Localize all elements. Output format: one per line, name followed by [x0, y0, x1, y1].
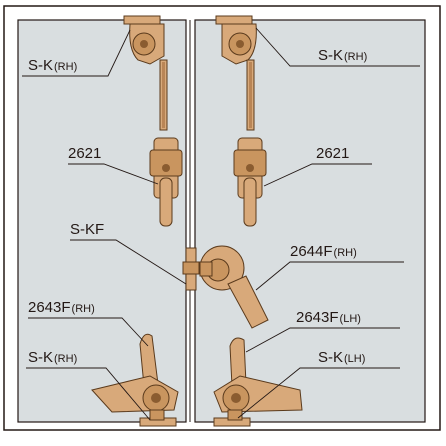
svg-text:S-K(LH): S-K(LH) [318, 349, 365, 366]
svg-text:2621: 2621 [68, 145, 101, 162]
rod-guide-icon [149, 59, 183, 227]
label-2643f-rh: 2643F(RH) [28, 299, 95, 316]
door-panel-left [17, 19, 187, 423]
leader-2644f-rh [255, 261, 404, 291]
label-skf: S-KF [70, 221, 104, 238]
svg-text:S-KF: S-KF [70, 221, 104, 238]
svg-text:2643F(RH): 2643F(RH) [28, 299, 95, 316]
label-sk-rh-top-right: S-K(RH) [318, 47, 367, 64]
leader-2621-left [68, 163, 159, 185]
leader-2621-right [263, 163, 372, 187]
leader-skf [70, 239, 187, 285]
center-catch-icon [182, 247, 200, 291]
svg-text:2643F(LH): 2643F(LH) [296, 309, 361, 326]
leader-2643f-lh [245, 327, 400, 353]
leader-lines [22, 27, 420, 421]
svg-text:2621: 2621 [316, 145, 349, 162]
rod-guide-icon [233, 59, 267, 227]
leader-sk-rh-top-right [255, 27, 420, 67]
leader-sk-rh-bottom-left [26, 367, 151, 421]
label-sk-rh-bottom-left: S-K(RH) [28, 349, 77, 366]
svg-text:S-K(RH): S-K(RH) [318, 47, 367, 64]
lever-handle-icon [199, 245, 269, 329]
door-panel-right [194, 19, 426, 423]
leader-sk-lh-bottom-right [237, 367, 400, 419]
label-2644f-rh: 2644F(RH) [290, 243, 357, 260]
svg-text:S-K(RH): S-K(RH) [28, 349, 77, 366]
hinge-bracket-icon [139, 384, 177, 427]
label-sk-rh-top-left: S-K(RH) [28, 57, 77, 74]
hinge-bracket-icon [215, 15, 257, 65]
outer-frame [3, 5, 441, 431]
label-2643f-lh: 2643F(LH) [296, 309, 361, 326]
svg-text:S-K(RH): S-K(RH) [28, 57, 77, 74]
leader-2643f-rh [28, 317, 149, 347]
svg-text:2644F(RH): 2644F(RH) [290, 243, 357, 260]
leader-sk-rh-top-left [22, 29, 131, 77]
hinge-bracket-icon [123, 15, 165, 65]
label-2621-right: 2621 [316, 145, 349, 162]
label-2621-left: 2621 [68, 145, 101, 162]
label-sk-lh-bottom-right: S-K(LH) [318, 349, 365, 366]
hinge-bracket-icon [213, 384, 251, 427]
